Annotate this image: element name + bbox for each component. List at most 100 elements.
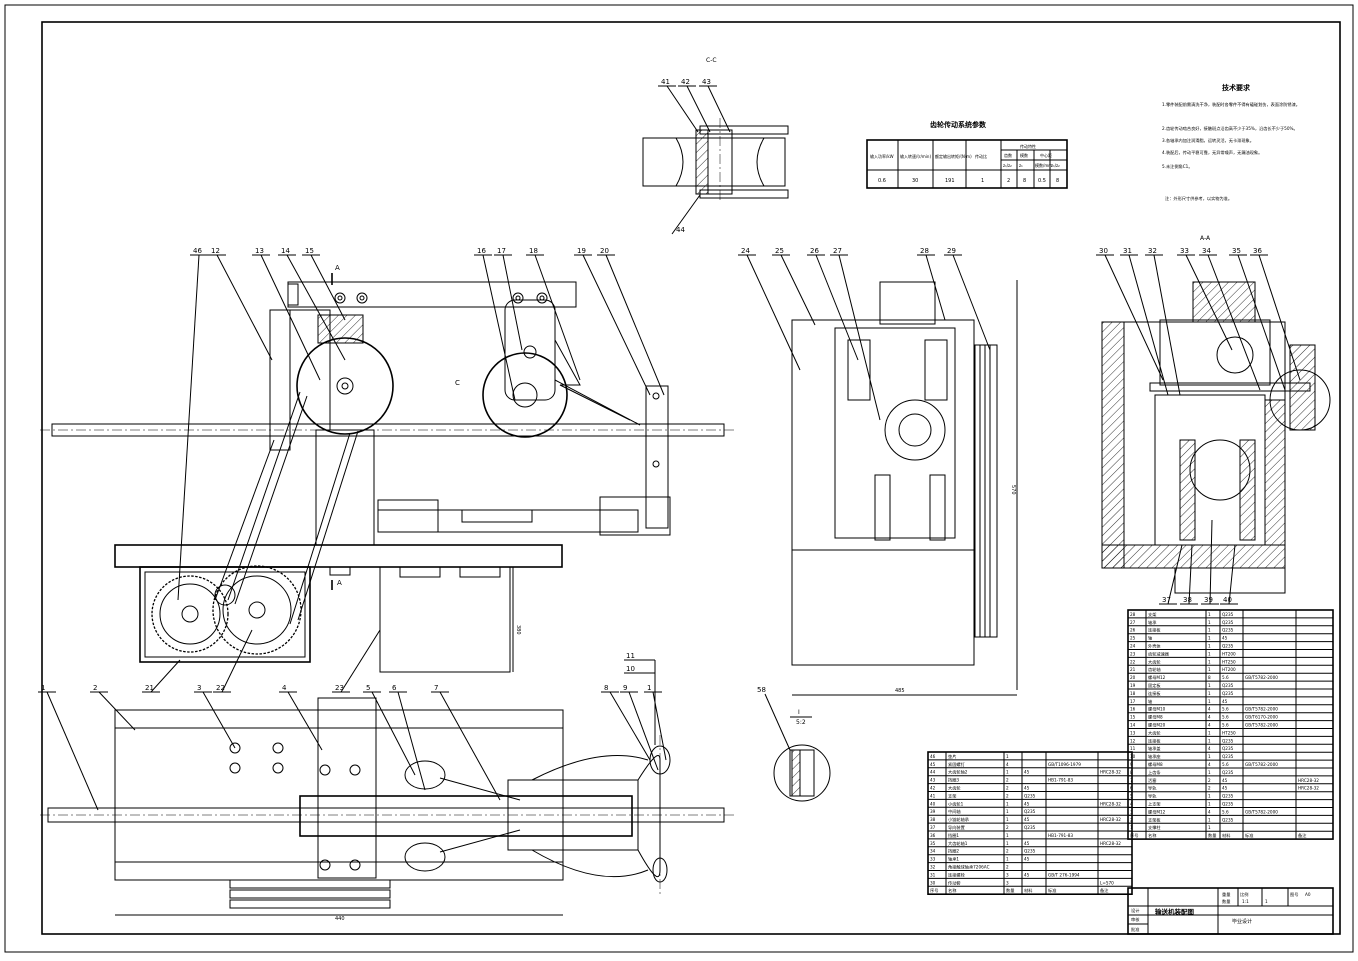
bom-cell: 42 — [930, 786, 936, 791]
bom-cell: 紧固螺钉 — [948, 761, 966, 768]
callout-plan_top-3: 4 — [282, 684, 287, 692]
title-weight-label: 重量 — [1222, 891, 1230, 898]
callout-plan_top-8: 9 — [623, 684, 627, 692]
title-checked: 审核 — [1131, 916, 1140, 923]
bom-cell: HRC28-32 — [1298, 786, 1319, 791]
leader-line — [482, 254, 516, 401]
bom-cell: 4 — [1208, 746, 1211, 751]
bom-cell: 1 — [1208, 612, 1211, 617]
leader-line — [177, 254, 200, 601]
leader-line — [707, 85, 731, 133]
callout-front_mid-2: 26 — [810, 247, 819, 255]
callout-plan_top-0: 1 — [41, 684, 45, 692]
bom-cell: 小链轮轴承 — [948, 816, 970, 823]
title-block: 输送机装配图 比例 1:1 图号 A0 数量 1 重量 设计 审核 批准 毕业设… — [1127, 887, 1334, 935]
bom-cell: HRC28-32 — [1100, 770, 1121, 775]
bom-cell: 挡圈3 — [948, 777, 959, 784]
title-count-label: 数量 — [1222, 898, 1230, 905]
section-a-a-view: A-A — [1101, 235, 1331, 594]
callout-section_right-6: 36 — [1253, 247, 1262, 255]
bom-cell: 19 — [1130, 683, 1136, 688]
bom-cell: 1 — [1208, 667, 1211, 672]
leader-line — [439, 691, 501, 801]
bom-cell: 螺母M12 — [1148, 674, 1166, 681]
bom-cell: 1 — [1130, 825, 1133, 830]
title-approved: 批准 — [1131, 926, 1139, 933]
bom-cell: 1 — [1208, 754, 1211, 759]
bom-cell: 支架 — [948, 792, 956, 799]
callout-plan_top-7: 8 — [604, 684, 608, 692]
leader-line — [221, 629, 253, 693]
bom-cell: 轴承盖 — [1148, 745, 1161, 752]
notes-line-4: 5.未注倒角C1。 — [1162, 163, 1193, 170]
leader-line — [764, 693, 791, 751]
bom-cell: 传动套 — [948, 879, 961, 886]
param-sh1: 模数 — [1020, 152, 1028, 158]
callout-section_right-5: 35 — [1232, 247, 1241, 255]
bom-cell: Q235 — [1222, 802, 1234, 807]
bom-cell: 8 — [1208, 675, 1211, 680]
bom-cell: HRC28-32 — [1100, 817, 1121, 822]
bom-cell: 轴承1 — [948, 856, 959, 863]
bom-cell: GB/T1096-1979 — [1048, 762, 1081, 767]
bom-cell: 21 — [1130, 667, 1136, 672]
leader-line — [1188, 544, 1193, 605]
bom-cell: 13 — [1130, 730, 1136, 735]
bom-cell: 46 — [930, 754, 936, 759]
bom-cell: HRC28-32 — [1298, 778, 1319, 783]
bom-cell: 4 — [1130, 802, 1133, 807]
bom-header-cell: 材料 — [1024, 887, 1033, 894]
bom-cell: 3 — [1006, 880, 1009, 885]
bom-cell: GB/T 276-1994 — [1048, 872, 1080, 877]
title-count: 1 — [1265, 899, 1268, 904]
bom-cell: 26 — [1130, 628, 1136, 633]
bom-cell: 2 — [1006, 778, 1009, 783]
param-sh2: 中心距 — [1040, 152, 1052, 158]
leader-line — [746, 254, 801, 371]
bom-cell: 上齿条 — [1148, 769, 1161, 776]
bom-cell: 1 — [1208, 691, 1211, 696]
leader-line — [666, 85, 699, 133]
bom-cell: 45 — [1222, 778, 1228, 783]
arrow-c-mark: C — [455, 379, 460, 387]
sheet-inner-border — [41, 21, 1341, 935]
leader-line — [1128, 254, 1169, 396]
callout-plan_top-4: 5 — [366, 684, 370, 692]
bom-cell: 1 — [1208, 794, 1211, 799]
bom-cell: 活塞 — [1148, 777, 1157, 784]
tech-notes: 技术要求 1.零件装配前需清洗干净，装配时各零件不得有磕碰划伤，表面涂防锈漆。 … — [1162, 83, 1300, 202]
section-c-c-label: C-C — [706, 57, 717, 64]
bom-cell: 5.6 — [1222, 715, 1229, 720]
callout-front_mid-3: 27 — [833, 247, 842, 255]
bom-cell: 11 — [1130, 746, 1136, 751]
leader-line — [397, 691, 426, 791]
section-c-c-view: C-C — [642, 57, 789, 200]
bom-cell: 39 — [930, 809, 936, 814]
bom-cell: 45 — [1024, 801, 1030, 806]
notes-line-3: 4.装配后，传动平稳可靠，无异常噪声，无漏油现象。 — [1162, 149, 1262, 156]
param-v5: 8 — [1023, 178, 1026, 184]
callout-front_mid-4: 28 — [920, 247, 929, 255]
callout-cc-bottom: 44 — [676, 226, 685, 234]
callout-front_mid-0: 24 — [741, 247, 750, 255]
leader-line — [780, 254, 816, 326]
bom-cell: 支撑柱 — [1148, 824, 1161, 831]
bom-cell: 1 — [1006, 809, 1009, 814]
bom-cell: 大齿轮 — [1148, 729, 1161, 736]
callout-front_mid-1: 25 — [775, 247, 784, 255]
bom-cell: 16 — [1130, 707, 1136, 712]
leader-line — [1104, 254, 1164, 381]
bom-header-cell: 数量 — [1208, 832, 1216, 839]
notes-title: 技术要求 — [1222, 83, 1251, 92]
bom-cell: 1 — [1208, 651, 1211, 656]
detail-i-label: I — [798, 709, 800, 716]
front-elevation-view: 380 A A C — [40, 264, 735, 673]
bom-frame — [1127, 609, 1334, 840]
bom-cell: 1 — [1006, 817, 1009, 822]
param-v7: 8 — [1056, 178, 1059, 184]
bom-cell: 2 — [1208, 778, 1211, 783]
leader-line — [286, 254, 346, 361]
notes-line-1: 2.齿轮传动啮合良好，接触斑点沿齿高不少于35%，沿齿长不少于50%。 — [1162, 125, 1298, 132]
leader-line — [340, 629, 381, 693]
bom-cell: 连接板 — [1148, 690, 1161, 697]
